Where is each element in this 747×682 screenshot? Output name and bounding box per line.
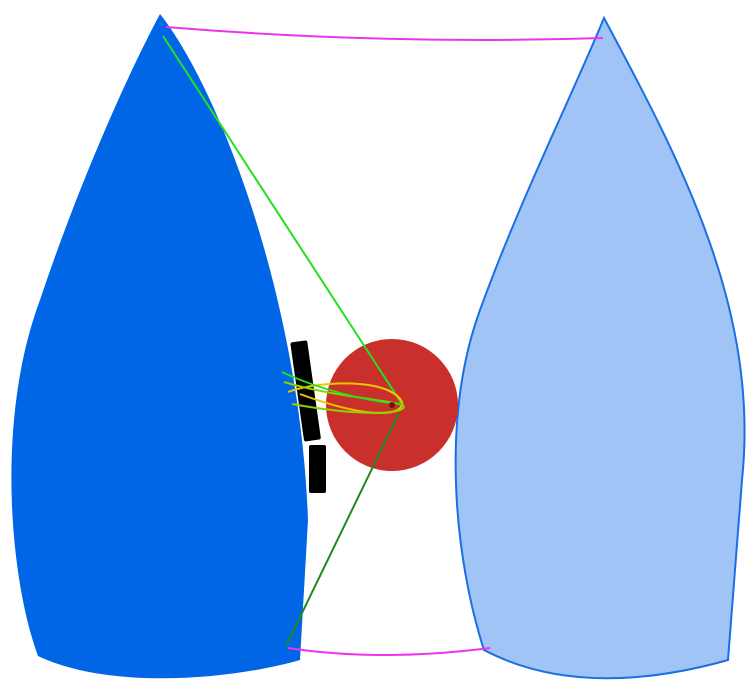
- left-petal-shape: [11, 14, 309, 679]
- center-dot: [389, 402, 395, 408]
- green-line-bottom: [285, 412, 400, 647]
- black-bar-lower: [309, 445, 326, 493]
- yellow-green-loop-curve: [283, 381, 405, 414]
- top-connector-line: [165, 26, 604, 41]
- green-line-top: [162, 35, 403, 405]
- black-bar-upper: [290, 340, 321, 442]
- yellow-loop-curve: [287, 382, 404, 414]
- bottom-connector-line: [287, 647, 491, 656]
- right-petal-shape: [454, 15, 746, 680]
